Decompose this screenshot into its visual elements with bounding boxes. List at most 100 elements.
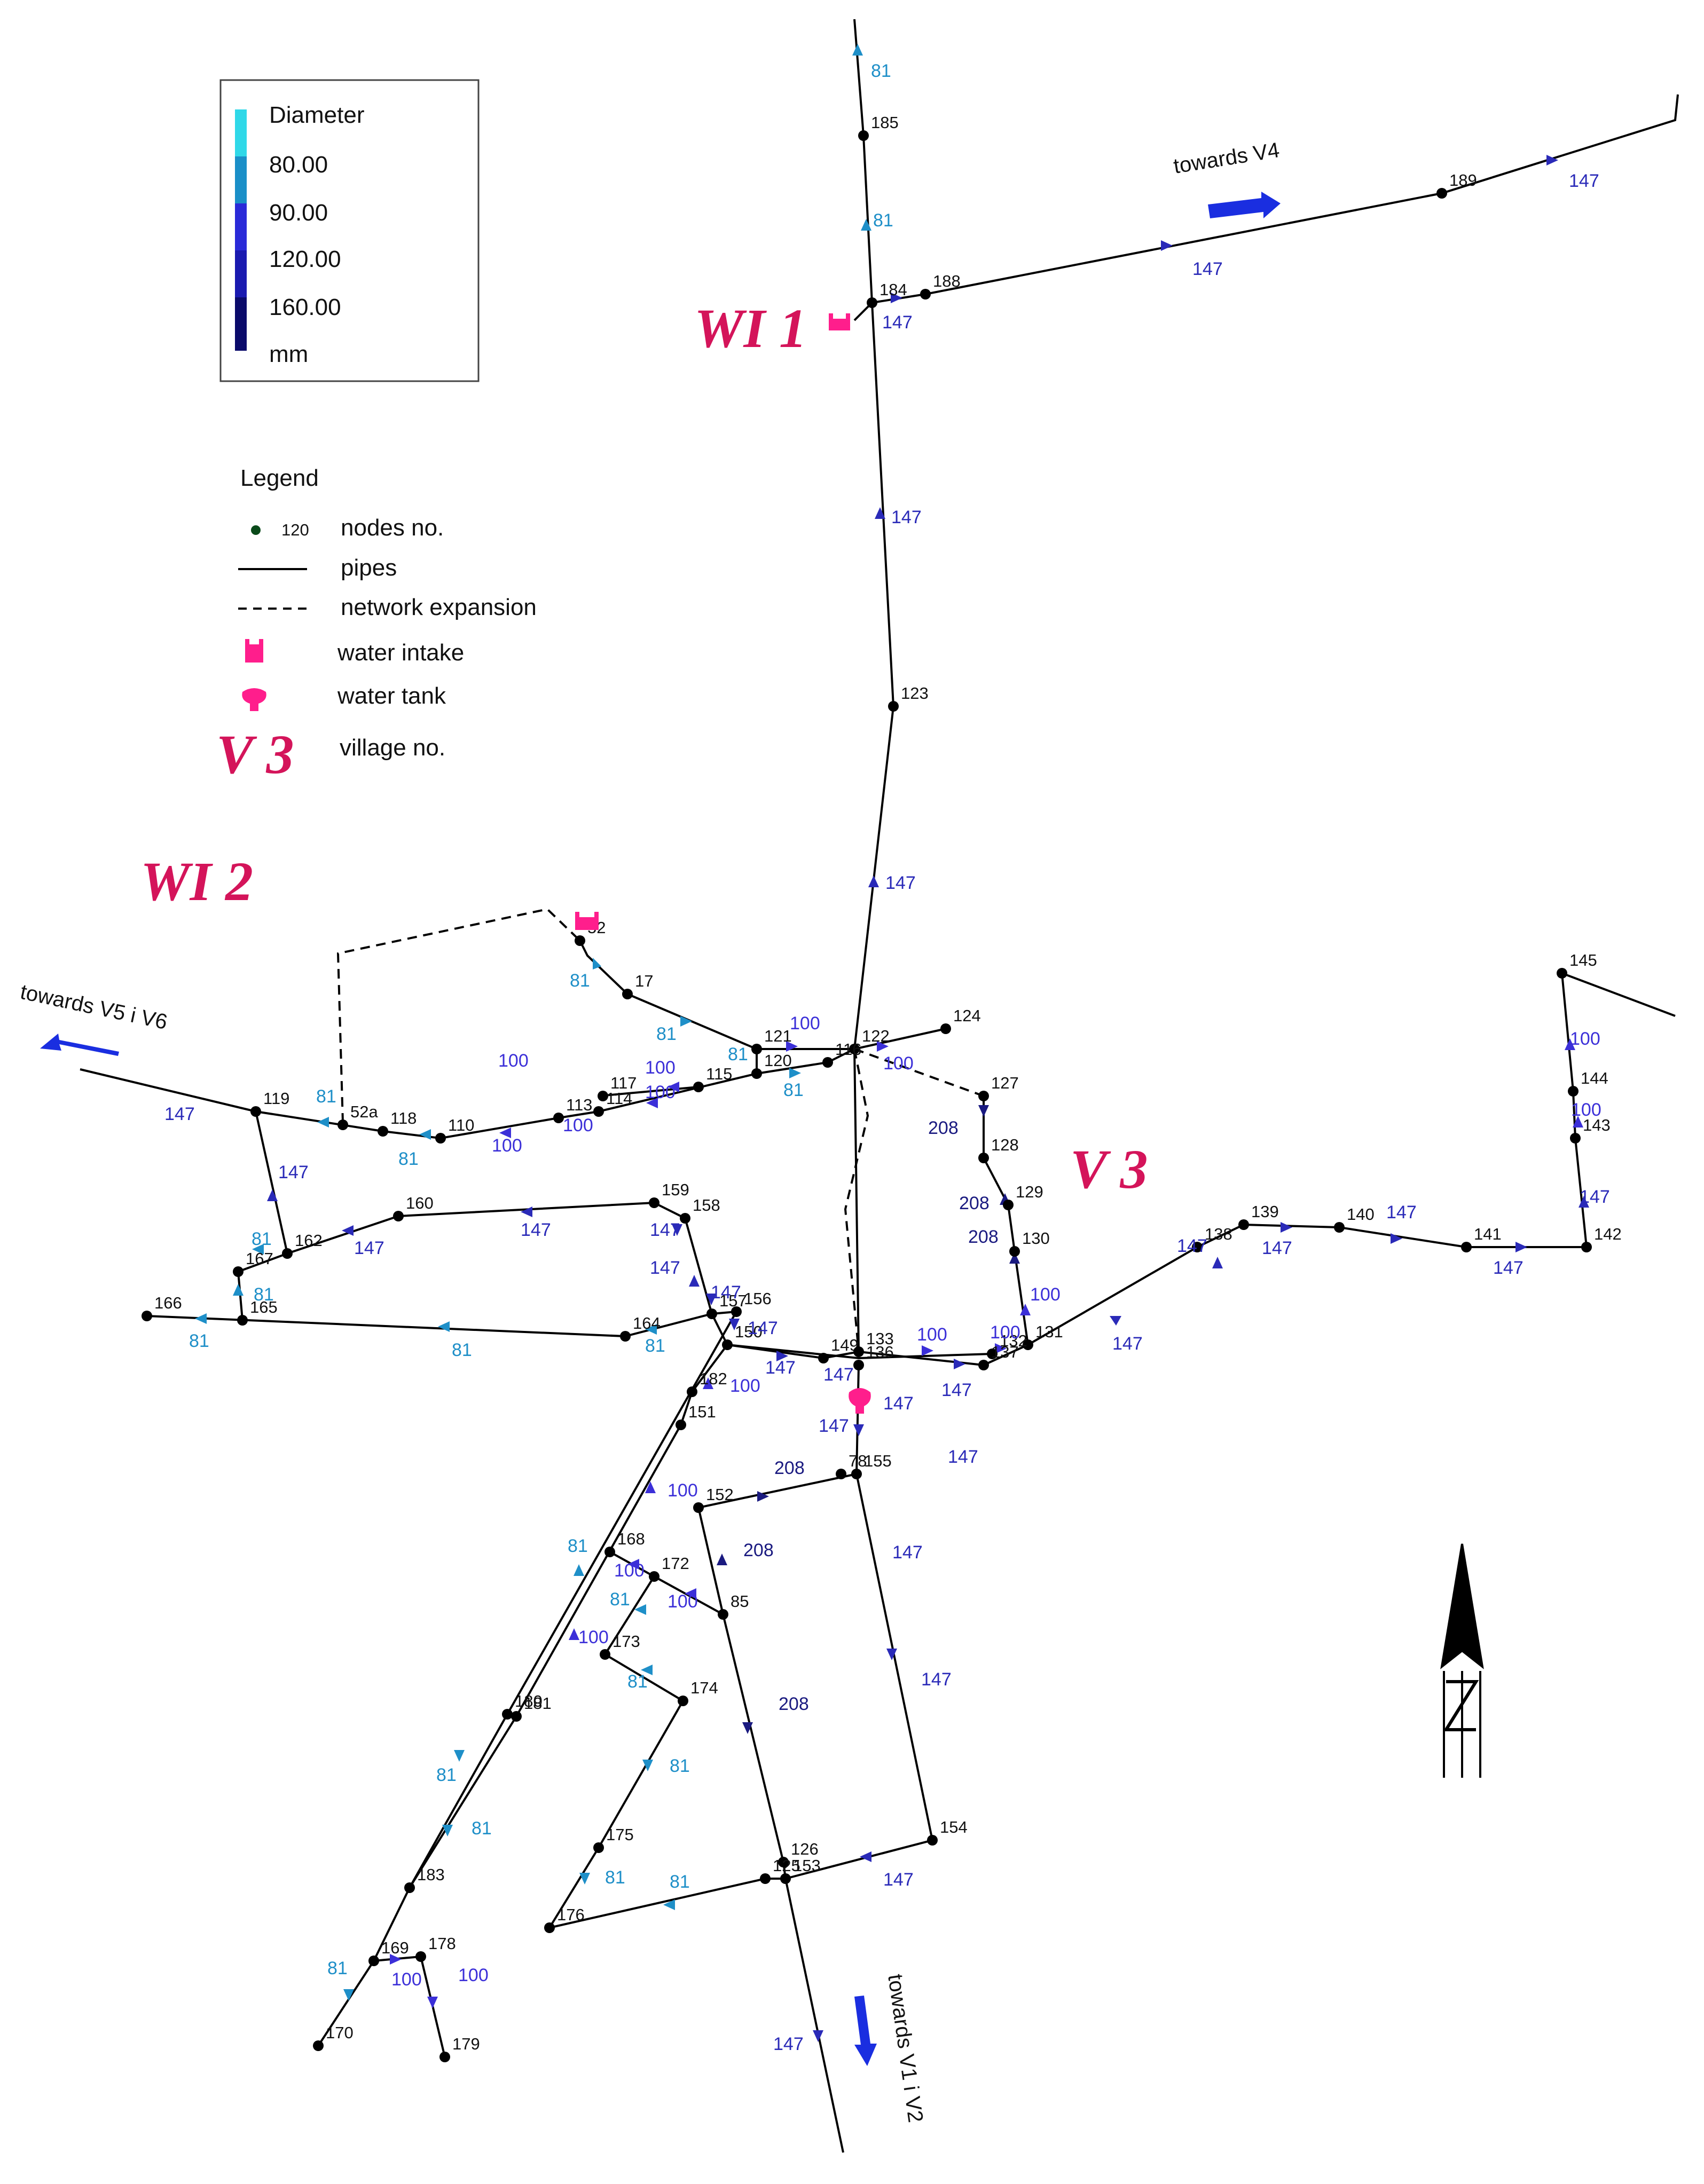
node-label: 139	[1251, 1202, 1279, 1221]
pipe-diameter-label: 100	[1571, 1100, 1601, 1120]
node-123	[888, 701, 899, 712]
pipe-diameter-label: 100	[668, 1591, 698, 1612]
legend: Legend 120 nodes no. pipes network expan…	[216, 465, 537, 785]
node-label: 182	[700, 1369, 727, 1388]
node-label: 175	[606, 1825, 634, 1844]
flow-arrow	[419, 1129, 431, 1140]
node-115	[693, 1082, 704, 1092]
pipe-diameter-label: 81	[452, 1340, 472, 1360]
pipe-diameter-label: 81	[436, 1765, 457, 1785]
node-label: 117	[610, 1074, 637, 1092]
node-182	[687, 1386, 697, 1397]
pipe-diameter-label: 100	[492, 1136, 522, 1156]
pipe-150-137	[727, 1344, 984, 1366]
flow-arrow	[680, 1016, 692, 1027]
pipe-diameter-label: 100	[990, 1322, 1020, 1343]
node-label: 170	[326, 2023, 354, 2042]
flow-arrow	[1573, 1116, 1583, 1128]
legend-village-sample: V 3	[216, 724, 294, 785]
flow-arrow	[789, 1068, 801, 1078]
pipe-diameter-label: 147	[948, 1447, 978, 1467]
flow-arrow	[672, 1224, 682, 1236]
node-label: 113	[566, 1095, 592, 1114]
node-178	[415, 1951, 426, 1962]
node-label: 180	[515, 1692, 543, 1710]
node-label: 124	[953, 1006, 981, 1025]
pipe-diameter-label: 147	[765, 1358, 796, 1378]
node-label: 127	[991, 1074, 1019, 1092]
node-117	[598, 1091, 608, 1101]
node-153	[780, 1873, 791, 1884]
node-52	[575, 935, 585, 946]
flow-arrow	[853, 1424, 864, 1436]
pipe-diameter-label: 147	[1112, 1334, 1143, 1354]
flow-arrow	[668, 1082, 679, 1092]
node-162	[282, 1248, 293, 1259]
node-label: 155	[864, 1452, 892, 1470]
node-189	[1436, 188, 1447, 199]
node-label: 121	[764, 1027, 792, 1045]
flow-arrow	[954, 1359, 965, 1369]
flow-arrow	[1515, 1242, 1527, 1252]
pipe-diameter-label: 147	[278, 1162, 309, 1182]
scale-unit: mm	[269, 341, 308, 367]
node-170	[313, 2040, 324, 2051]
node-label: 172	[662, 1554, 689, 1573]
pipe-diameter-label: 147	[1569, 171, 1599, 191]
flow-arrow	[195, 1313, 207, 1324]
flow-arrow	[342, 1225, 354, 1236]
pipe-diameter-label: 100	[883, 1053, 914, 1074]
node-label: 156	[744, 1289, 772, 1308]
node-78	[836, 1469, 846, 1479]
pipe-166-164	[146, 1311, 737, 1338]
flow-arrow	[1110, 1316, 1121, 1326]
flow-arrow	[886, 1649, 897, 1660]
pipe-diameter-label: 81	[472, 1818, 492, 1839]
pipe-diameter-label: 81	[627, 1671, 648, 1692]
flow-arrow	[1020, 1304, 1031, 1315]
node-label: 179	[452, 2035, 480, 2053]
node-121	[751, 1044, 762, 1054]
node-label: 159	[662, 1180, 689, 1199]
node-133	[853, 1346, 864, 1357]
flow-arrow	[641, 1665, 653, 1675]
pipe-diameter-label: 147	[883, 1393, 914, 1414]
pipe-diameter-label: 81	[316, 1086, 336, 1107]
pipe-159-160-167	[237, 1202, 655, 1321]
pipe-diameter-label: 208	[959, 1193, 990, 1213]
node-188	[920, 289, 931, 299]
node-label: 119	[263, 1089, 289, 1108]
flow-arrow	[646, 1098, 658, 1108]
node-label: 120	[764, 1051, 792, 1070]
towards-v4-arrow	[1208, 192, 1281, 218]
pipe-diameter-label: 81	[783, 1080, 804, 1100]
pipe-diameter-label: 81	[670, 1756, 690, 1776]
pipe-diameter-label: 208	[779, 1694, 809, 1714]
node-174	[678, 1696, 688, 1706]
legend-nodes-label: nodes no.	[341, 515, 444, 541]
node-118	[378, 1126, 388, 1137]
scale-swatch-1	[235, 109, 247, 156]
pipe-diameter-label: 81	[252, 1229, 272, 1249]
pipe-diameter-label: 147	[921, 1669, 952, 1690]
node-label: 118	[390, 1109, 417, 1128]
legend-expansion-label: network expansion	[341, 594, 537, 620]
node-176	[544, 1922, 555, 1933]
node-label: 165	[250, 1298, 278, 1316]
node-label: 157	[719, 1291, 747, 1310]
pipe-diameter-label: 147	[650, 1258, 680, 1278]
node-126	[778, 1857, 789, 1867]
node-label: 17	[635, 972, 653, 990]
diameter-scale: Diameter 80.00 90.00 120.00 160.00 mm	[219, 79, 480, 382]
node-158	[680, 1213, 690, 1224]
node-label: 136	[866, 1343, 894, 1361]
flow-arrow	[776, 1351, 788, 1361]
node-140	[1334, 1222, 1345, 1233]
node-label: 130	[1022, 1229, 1050, 1248]
node-label: 189	[1449, 171, 1477, 190]
legend-intake-label: water intake	[337, 640, 464, 666]
node-122	[849, 1044, 860, 1054]
expansion-122-127	[854, 1048, 984, 1097]
node-160	[393, 1211, 404, 1221]
